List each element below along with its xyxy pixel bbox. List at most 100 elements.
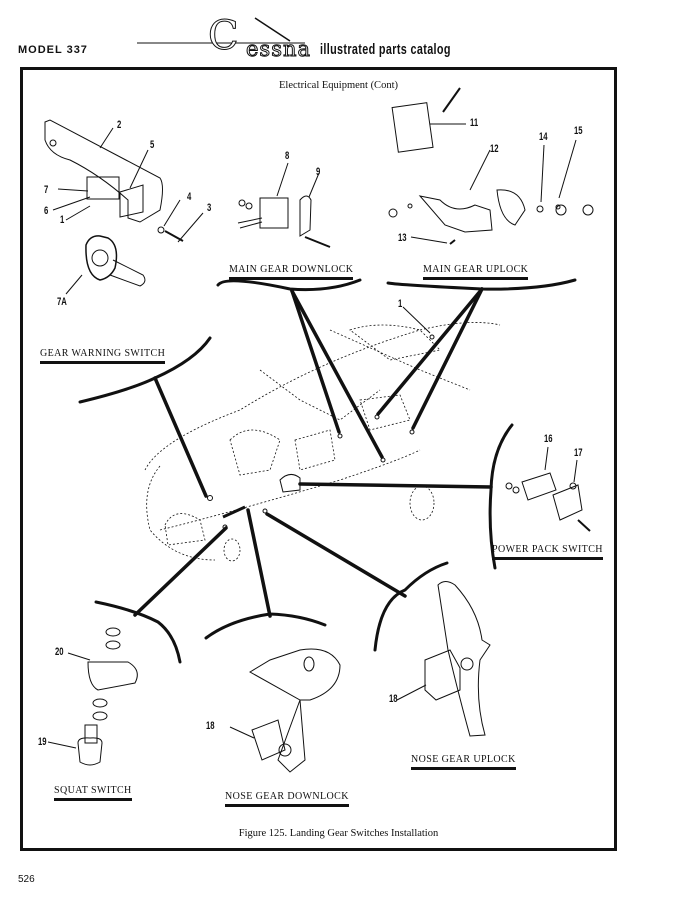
cabin-window <box>359 394 411 431</box>
leader-3 <box>177 212 204 243</box>
leader-aircraft-1 <box>402 306 431 334</box>
nose-gear-door <box>164 513 206 546</box>
cam-plate <box>496 189 526 226</box>
switch-part-18 <box>424 649 461 701</box>
switch-part-1 <box>86 176 120 200</box>
leader-5 <box>129 149 149 189</box>
engine-nacelle <box>349 324 441 361</box>
figure-frame <box>20 67 617 851</box>
callout-18-uplock: 18 <box>389 693 398 705</box>
uplock-hook <box>437 581 491 737</box>
gear-warning-pointer <box>153 376 208 498</box>
page-number: 526 <box>18 874 35 885</box>
arm <box>277 699 306 773</box>
squat-switch-pointer <box>133 526 228 617</box>
main-gear-uplock-art <box>388 87 594 245</box>
switch-part-11 <box>391 102 434 153</box>
main-downlock-location-left <box>337 433 343 439</box>
wing <box>329 329 471 391</box>
label-gear-warning-switch: GEAR WARNING SWITCH <box>40 348 166 364</box>
nose-downlock-pointer <box>246 508 272 618</box>
callout-18-downlock: 18 <box>206 720 215 732</box>
rod-end-bearing <box>91 249 109 267</box>
nut-part-14 <box>536 205 544 213</box>
squat-switch-arc <box>94 600 182 664</box>
nose-uplock-arc <box>373 561 449 652</box>
leader-15 <box>558 139 577 199</box>
leader-16 <box>544 446 549 471</box>
nut <box>460 657 474 671</box>
cessna-logo-initial: C <box>208 13 240 59</box>
power-pack <box>279 474 301 493</box>
leader-7 <box>57 188 89 192</box>
label-power-pack-switch: POWER PACK SWITCH <box>492 544 603 560</box>
pointer-lines <box>78 278 577 664</box>
figure-caption: Figure 125. Landing Gear Switches Instal… <box>238 828 439 839</box>
catalog-title: illustrated parts catalog <box>320 41 451 58</box>
bolt <box>304 236 331 248</box>
arm-part-9 <box>299 195 312 237</box>
switch-part-19 <box>77 737 103 766</box>
fuselage-bottom <box>159 449 421 531</box>
threaded-body <box>84 724 98 744</box>
rod-end-part-7A <box>85 235 118 281</box>
callout-aircraft-1: 1 <box>398 298 403 310</box>
callout-15: 15 <box>574 125 583 137</box>
washer <box>245 202 253 210</box>
main-wheel <box>409 485 435 521</box>
washer <box>105 627 121 637</box>
callout-12: 12 <box>490 143 499 155</box>
wing-lower <box>259 369 381 421</box>
callout-16: 16 <box>544 433 553 445</box>
power-pack-switch-art <box>505 446 591 532</box>
wire <box>239 221 263 229</box>
nose-gear-uplock-art <box>396 581 491 737</box>
main-downlock-arc <box>216 278 362 292</box>
bracket-part-2 <box>44 119 163 223</box>
bracket <box>552 484 583 521</box>
bolt <box>577 519 591 532</box>
squat-switch-art <box>47 627 138 766</box>
main-uplock-pointer-2 <box>411 287 484 430</box>
label-squat-switch: SQUAT SWITCH <box>54 785 132 801</box>
callout-20: 20 <box>55 646 64 658</box>
model-label: MODEL 337 <box>18 44 88 56</box>
leader-6 <box>52 196 91 211</box>
main-uplock-location-right <box>409 429 415 435</box>
callout-19: 19 <box>38 736 47 748</box>
callout-7A: 7A <box>57 296 67 308</box>
rod-end-shaft <box>109 259 146 287</box>
leader-18 <box>396 684 427 701</box>
leader-8 <box>276 162 289 197</box>
callout-6: 6 <box>44 205 49 217</box>
leader-13 <box>410 236 448 244</box>
bracket-hole <box>49 139 57 147</box>
nose-downlock-arc <box>204 612 327 640</box>
bracket-hole <box>303 656 315 672</box>
switch-part-16 <box>521 472 557 501</box>
washer <box>512 486 520 494</box>
power-pack-arc <box>488 423 514 570</box>
part-15 <box>555 204 561 210</box>
bracket-part-20 <box>87 661 138 691</box>
section-title: Electrical Equipment (Cont) <box>279 80 398 91</box>
cabin-window <box>294 429 336 471</box>
windshield <box>229 429 281 476</box>
leader-7A <box>65 274 83 295</box>
callout-11: 11 <box>470 117 479 129</box>
callout-14: 14 <box>539 131 548 143</box>
label-main-gear-uplock: MAIN GEAR UPLOCK <box>423 264 529 280</box>
callout-13: 13 <box>398 232 407 244</box>
power-pack-pointer <box>298 482 493 489</box>
nut <box>278 743 292 757</box>
screw-part-13 <box>449 239 456 245</box>
washer-part-4 <box>157 226 165 234</box>
washer <box>105 640 121 650</box>
leader-1 <box>65 205 91 221</box>
callout-1: 1 <box>60 214 65 226</box>
leader-12 <box>469 149 491 191</box>
callout-8: 8 <box>285 150 290 162</box>
plate-part-5 <box>119 184 144 218</box>
